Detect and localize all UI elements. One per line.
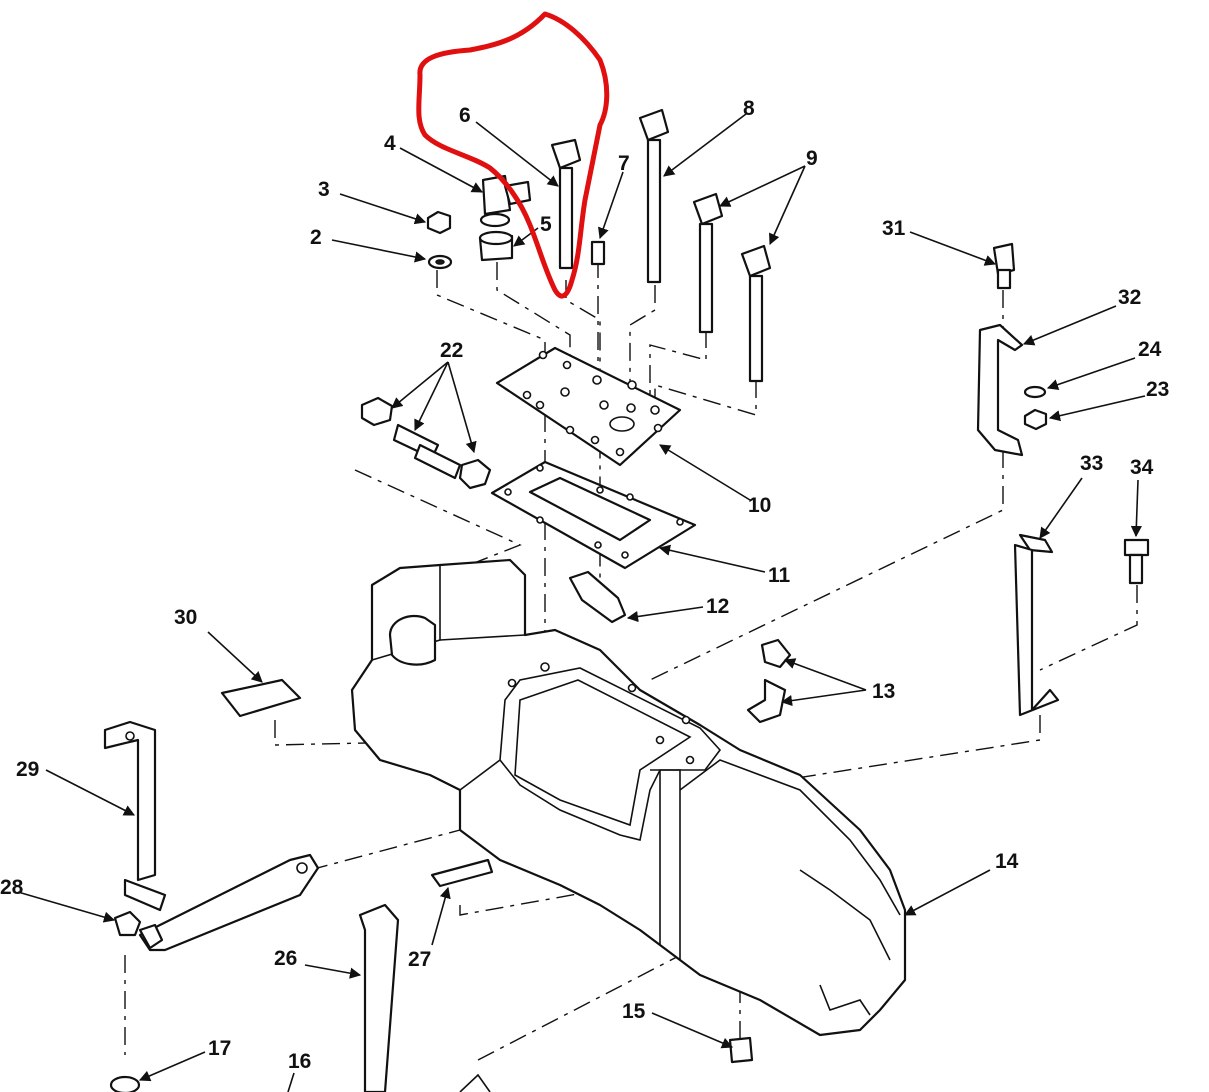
- callout-9: 9: [806, 147, 818, 170]
- callout-26: 26: [274, 947, 297, 970]
- callout-5: 5: [540, 213, 552, 236]
- callout-22: 22: [440, 339, 463, 362]
- clip-and-elbow: [568, 570, 792, 724]
- callout-24: 24: [1138, 338, 1162, 361]
- callout-12: 12: [706, 595, 729, 618]
- lower-left-parts: [103, 678, 754, 1092]
- cover-gasket: [490, 460, 697, 570]
- callout-23: 23: [1146, 378, 1169, 401]
- callout-6: 6: [459, 104, 471, 127]
- callout-27: 27: [408, 948, 431, 971]
- leader-lines: [17, 113, 1146, 1092]
- housing-body: [350, 558, 907, 1037]
- right-brackets: [976, 242, 1150, 717]
- callout-28: 28: [0, 876, 24, 899]
- callout-13: 13: [872, 680, 895, 703]
- callout-30: 30: [174, 606, 197, 629]
- connector-assembly: [360, 396, 492, 490]
- red-highlight-outline: [416, 11, 610, 299]
- callout-29: 29: [16, 758, 39, 781]
- callout-3: 3: [318, 178, 330, 201]
- callout-10: 10: [748, 494, 771, 517]
- callout-17: 17: [208, 1037, 231, 1060]
- small-parts-top: [426, 108, 772, 383]
- callout-14: 14: [995, 850, 1019, 873]
- callout-31: 31: [882, 217, 906, 240]
- callout-11: 11: [768, 564, 791, 587]
- callout-33: 33: [1080, 452, 1103, 475]
- callout-labels: 2 3 4 5 6 7 8 9 10 11 12 13 14 15 16 17 …: [0, 97, 1169, 1073]
- callout-8: 8: [743, 97, 755, 120]
- cover-plate: [495, 346, 682, 467]
- callout-2: 2: [310, 226, 322, 249]
- callout-4: 4: [384, 132, 396, 155]
- callout-34: 34: [1130, 456, 1154, 479]
- callout-7: 7: [618, 152, 630, 175]
- callout-32: 32: [1118, 286, 1141, 309]
- callout-16: 16: [288, 1050, 311, 1073]
- callout-15: 15: [622, 1000, 646, 1023]
